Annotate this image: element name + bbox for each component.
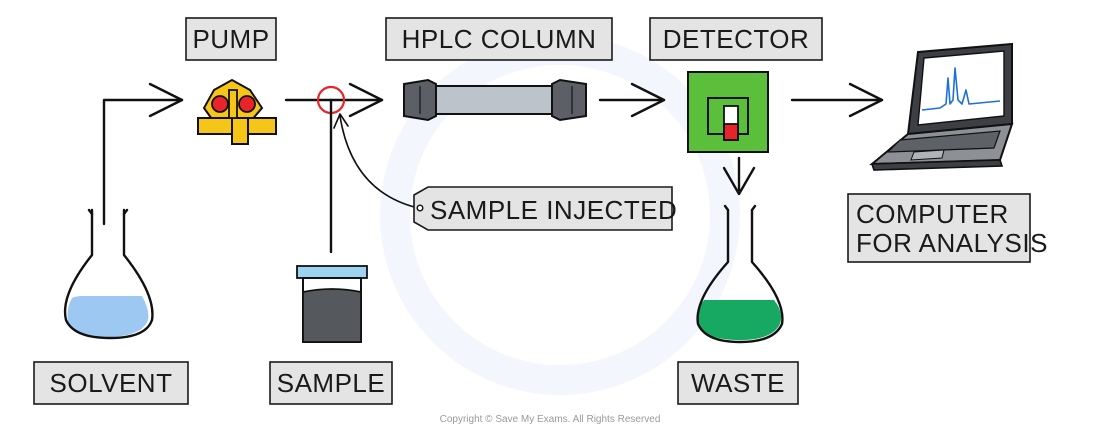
chromatogram-plot: [921, 67, 1001, 111]
computer-label-line2: FOR ANALYSIS: [856, 228, 1048, 258]
laptop-icon: [869, 42, 1014, 171]
solvent-to-pump-line: [102, 82, 184, 226]
pump-label-box: PUMP: [185, 17, 277, 61]
hplc-column-label: HPLC COLUMN: [402, 24, 597, 54]
computer-label-line1: COMPUTER: [856, 199, 1009, 229]
detector-label: DETECTOR: [663, 24, 810, 54]
waste-label: WASTE: [691, 368, 785, 398]
detector-to-computer-line: [790, 82, 884, 118]
sample-injected-callout: SAMPLE INJECTED: [333, 113, 677, 231]
hplc-column-icon: [403, 78, 587, 122]
solvent-flask-icon: [63, 208, 154, 340]
pump-icon: [197, 78, 277, 145]
pump-to-column-line: [284, 82, 384, 118]
sample-label-box: SAMPLE: [269, 361, 393, 405]
detector-label-box: DETECTOR: [649, 17, 823, 61]
waste-label-box: WASTE: [677, 361, 799, 405]
column-to-detector-line: [598, 82, 666, 118]
waste-liquid: [696, 300, 782, 340]
waste-flask-icon: [696, 204, 784, 344]
pump-label: PUMP: [192, 24, 269, 54]
sample-injected-label: SAMPLE INJECTED: [430, 195, 677, 225]
sample-vial-icon: [296, 265, 368, 343]
computer-label-box: COMPUTER FOR ANALYSIS: [847, 193, 1048, 263]
copyright-text: Copyright © Save My Exams. All Rights Re…: [440, 414, 661, 425]
detector-to-waste-line: [722, 156, 756, 196]
detector-icon: [687, 71, 769, 153]
solvent-label-box: SOLVENT: [33, 361, 189, 405]
solvent-label: SOLVENT: [50, 368, 173, 398]
hplc-column-label-box: HPLC COLUMN: [385, 17, 613, 61]
sample-label: SAMPLE: [277, 368, 386, 398]
solvent-liquid: [67, 296, 149, 337]
